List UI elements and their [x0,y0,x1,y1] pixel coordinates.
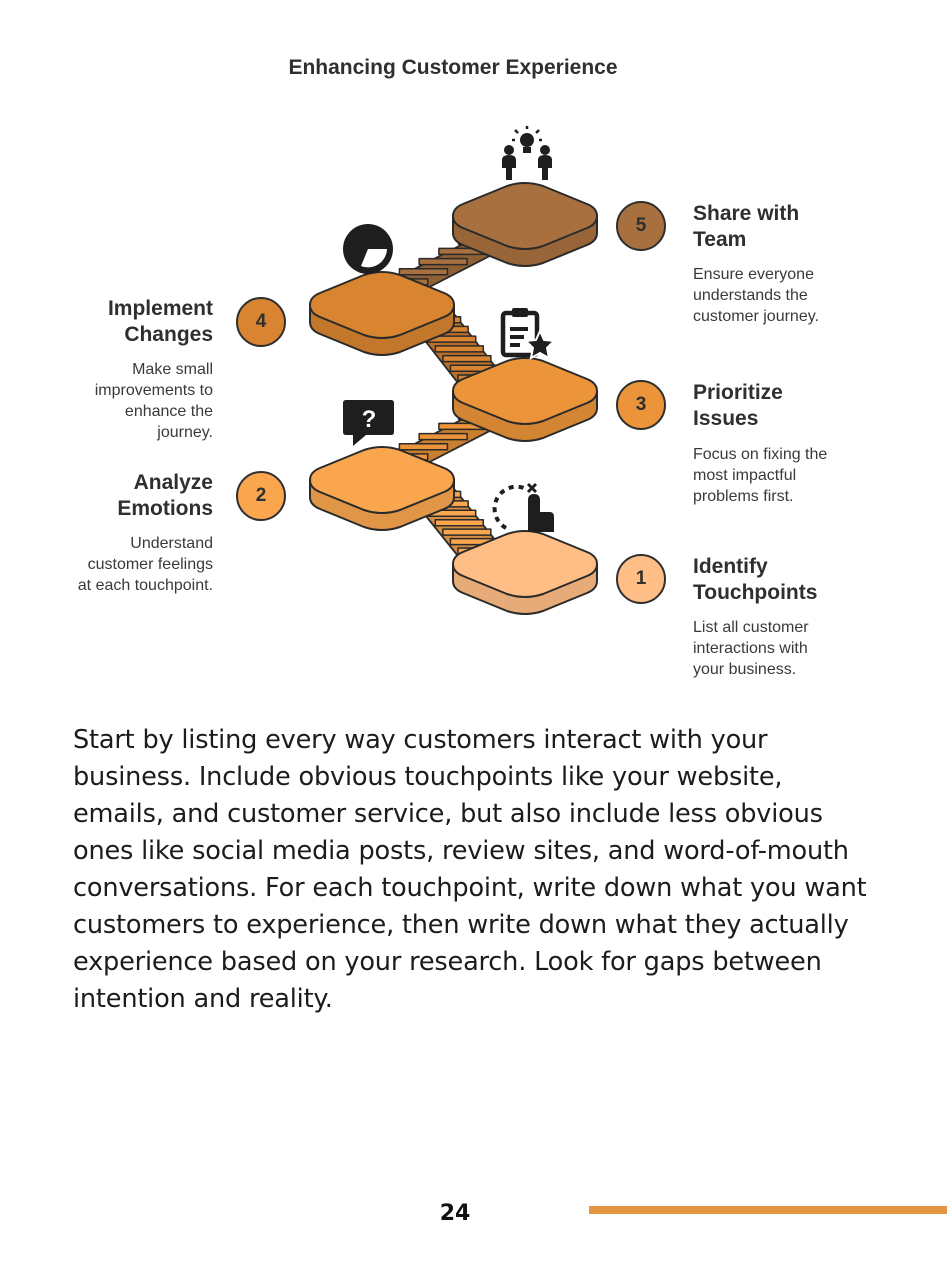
step-4-description-line: journey. [157,424,213,441]
platform-top [452,182,598,250]
step-5-description-line: customer journey. [693,308,819,325]
platform-4 [309,271,455,356]
step-5-heading-line: Share with [693,202,800,225]
platform-2 [309,446,455,531]
stair-step [398,442,449,451]
step-2-badge: 2 [236,471,286,521]
step-3-description-line: Focus on fixing the [693,446,828,463]
page-title: Enhancing Customer Experience [288,56,618,79]
step-2-description-line: Understand [130,535,213,552]
step-3-badge: 3 [616,380,666,430]
step-4-description: Make small improvements to enhance the j… [95,359,213,443]
step-3-number: 3 [635,394,647,415]
step-3-description-line: problems first. [693,488,794,505]
step-1-description-line: your business. [693,661,797,678]
platform-top [309,271,455,339]
step-1-description-line: List all customer [693,619,809,636]
icons: ? [343,126,557,532]
pie-chart-icon [343,224,393,274]
step-2-number: 2 [255,485,267,506]
step-1-badge: 1 [616,554,666,604]
stair-step [442,354,492,363]
step-1-heading: Identify Touchpoints [693,554,817,606]
step-2-heading-line: Emotions [117,497,213,520]
stair-step [418,432,468,441]
platform-top [309,446,455,514]
step-4-description-line: improvements to [94,382,213,399]
step-1-heading-line: Identify [693,555,768,578]
staircase-diagram: ? [309,126,598,615]
step-4-badge: 4 [236,297,286,347]
body-line: Start by listing every way customers int… [73,725,768,755]
page-number: 24 [439,1201,471,1226]
body-paragraph: Start by listing every way customers int… [73,722,873,1018]
body-line: intention and reality. [73,984,333,1014]
step-2-heading: Analyze Emotions [117,470,213,522]
body-line: emails, and customer service, but also i… [73,799,823,829]
step-4-description-line: Make small [132,361,213,378]
stair-step [434,345,485,353]
team-idea-icon [502,126,552,180]
question-bubble-icon: ? [343,400,394,446]
platform-top [452,357,598,425]
step-5-heading-line: Team [693,228,747,251]
step-4-heading-line: Changes [124,323,213,346]
body-line: conversations. For each touchpoint, writ… [73,873,867,903]
step-4-heading: Implement Changes [108,296,213,348]
step-3-description-line: most impactful [693,467,797,484]
platform-top [452,530,598,598]
footer-accent-line [589,1206,947,1214]
step-2-heading-line: Analyze [133,471,213,494]
step-3-description: Focus on fixing the most impactful probl… [693,444,827,507]
step-5-number: 5 [635,215,647,236]
step-1-description-line: interactions with [693,640,808,657]
stair-step [442,528,492,536]
step-3-heading: Prioritize Issues [693,380,783,432]
stair-step [418,257,468,266]
body-line: ones like social media posts, review sit… [73,836,849,866]
platform-3 [452,357,598,442]
step-5-description-line: Ensure everyone [693,266,814,283]
step-4-description-line: enhance the [124,403,213,420]
step-4-heading-line: Implement [107,297,213,320]
step-3-heading-line: Issues [693,407,759,430]
step-1-number: 1 [635,568,647,589]
clipboard-star-icon [500,308,557,360]
body-line: experience based on your research. Look … [73,947,822,977]
step-5-heading: Share with Team [693,201,799,253]
step-5-badge: 5 [616,201,666,251]
body-line: business. Include obvious touchpoints li… [73,762,783,792]
platform-5 [452,182,598,267]
step-2-description: Understand customer feelings at each tou… [78,533,213,596]
step-5-description: Ensure everyone understands the customer… [693,264,819,327]
step-2-description-line: at each touchpoint. [77,577,213,594]
stair-step [398,267,449,276]
step-4-number: 4 [255,311,267,332]
body-line: customers to experience, then write down… [73,910,849,940]
platform-1 [452,530,598,615]
platforms [309,182,598,615]
step-1-heading-line: Touchpoints [693,581,818,604]
step-3-heading-line: Prioritize [693,381,783,404]
step-1-description: List all customer interactions with your… [693,617,809,680]
svg-text:?: ? [362,406,377,433]
hand-pointer-icon [492,482,554,532]
stair-step [434,518,485,527]
step-2-description-line: customer feelings [87,556,213,573]
step-5-description-line: understands the [693,287,808,304]
